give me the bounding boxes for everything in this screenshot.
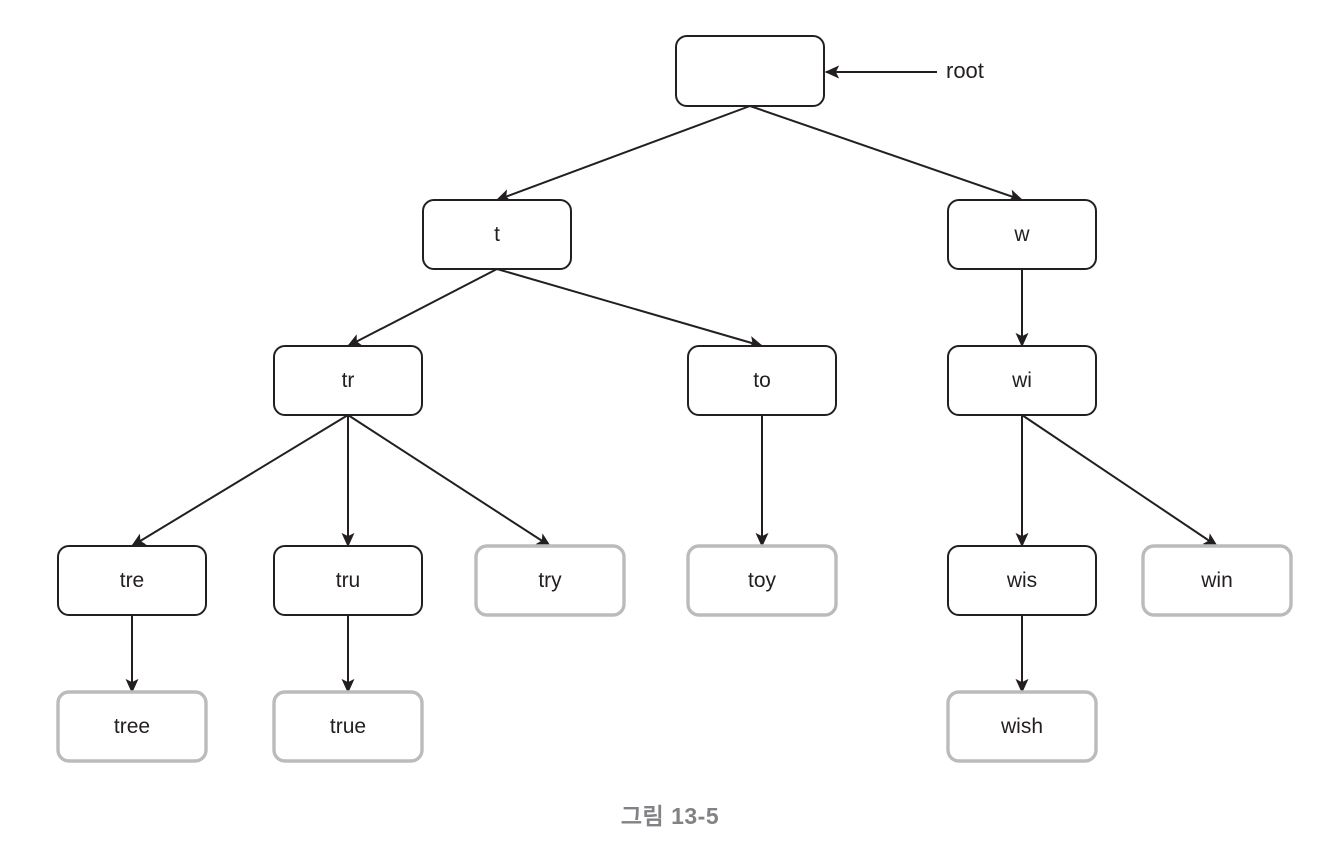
root-pointer-annotation: root	[824, 58, 984, 83]
trie-node-try[interactable]: try	[474, 544, 626, 617]
trie-node-label-w: w	[1013, 223, 1030, 246]
trie-node-label-wish: wish	[1000, 715, 1043, 738]
trie-edge-root-to-t	[495, 105, 751, 202]
trie-node-box-tre[interactable]	[57, 545, 207, 616]
trie-edge-t-to-to	[496, 268, 764, 349]
trie-node-label-tr: tr	[342, 369, 355, 392]
trie-node-root[interactable]	[675, 35, 825, 107]
trie-edge-tr-to-tre	[130, 414, 349, 547]
trie-node-label-to: to	[753, 369, 771, 392]
trie-node-label-win: win	[1200, 569, 1233, 592]
trie-node-box-tru[interactable]	[273, 545, 423, 616]
trie-node-label-toy: toy	[748, 569, 777, 592]
trie-edge-root-to-w	[749, 105, 1024, 202]
trie-node-label-tru: tru	[336, 569, 361, 592]
trie-node-box-tree[interactable]	[56, 690, 208, 763]
trie-node-box-t[interactable]	[422, 199, 572, 270]
trie-edge-t-to-tr	[346, 268, 498, 347]
trie-node-tree[interactable]: tree	[56, 690, 208, 763]
trie-node-win[interactable]: win	[1141, 544, 1293, 617]
trie-node-to[interactable]: to	[687, 345, 837, 416]
trie-edge-wi-to-win	[1021, 414, 1219, 547]
trie-node-tre[interactable]: tre	[57, 545, 207, 616]
trie-node-tr[interactable]: tr	[273, 345, 423, 416]
figure-caption: 그림 13-5	[621, 803, 719, 829]
trie-node-toy[interactable]: toy	[686, 544, 838, 617]
trie-node-box-win[interactable]	[1141, 544, 1293, 617]
trie-node-label-try: try	[538, 569, 562, 592]
nodes-layer: t w tr to wi tre tru try toy wis win tree true wish	[56, 35, 1293, 763]
trie-node-label-tree: tree	[114, 715, 150, 738]
trie-node-label-true: true	[330, 715, 366, 738]
trie-node-label-wi: wi	[1011, 369, 1032, 392]
trie-node-box-true[interactable]	[272, 690, 424, 763]
trie-node-box-to[interactable]	[687, 345, 837, 416]
edges-layer	[125, 105, 1219, 694]
trie-node-t[interactable]: t	[422, 199, 572, 270]
trie-node-box-wi[interactable]	[947, 345, 1097, 416]
trie-node-true[interactable]: true	[272, 690, 424, 763]
trie-node-label-tre: tre	[120, 569, 145, 592]
trie-node-box-wish[interactable]	[946, 690, 1098, 763]
trie-node-box-w[interactable]	[947, 199, 1097, 270]
trie-node-w[interactable]: w	[947, 199, 1097, 270]
trie-node-wis[interactable]: wis	[947, 545, 1097, 616]
trie-node-wi[interactable]: wi	[947, 345, 1097, 416]
trie-node-box-try[interactable]	[474, 544, 626, 617]
trie-node-box-wis[interactable]	[947, 545, 1097, 616]
trie-node-box-root[interactable]	[675, 35, 825, 107]
root-pointer-label: root	[946, 58, 984, 83]
trie-node-wish[interactable]: wish	[946, 690, 1098, 763]
trie-edge-tr-to-try	[347, 414, 552, 547]
trie-node-label-wis: wis	[1006, 569, 1037, 592]
trie-node-box-toy[interactable]	[686, 544, 838, 617]
trie-node-label-t: t	[494, 223, 500, 246]
trie-node-box-tr[interactable]	[273, 345, 423, 416]
trie-node-tru[interactable]: tru	[273, 545, 423, 616]
